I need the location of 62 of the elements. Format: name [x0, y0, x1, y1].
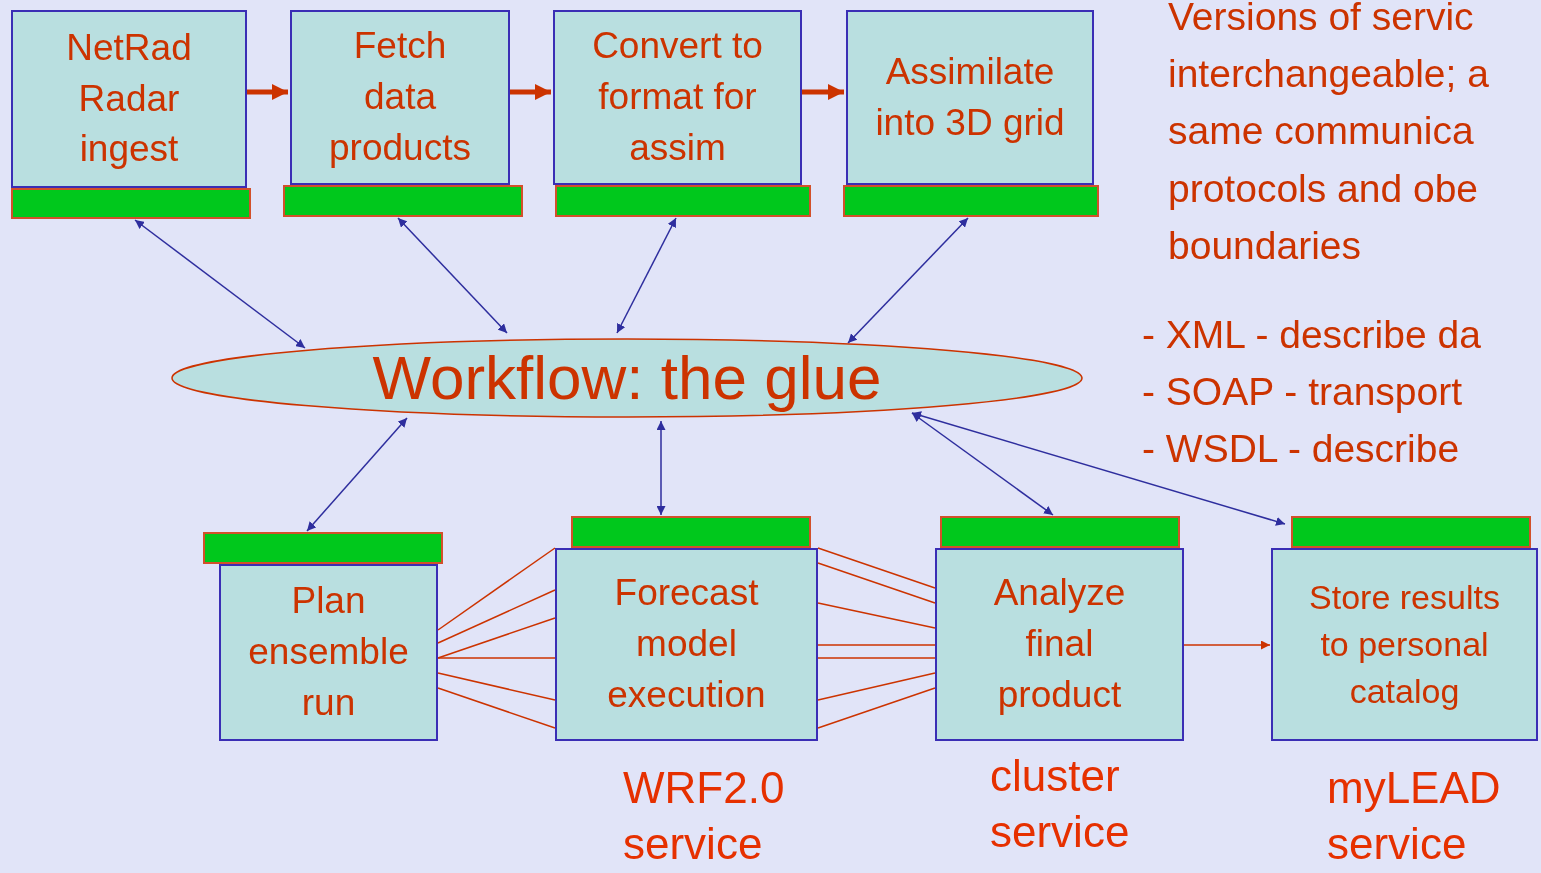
- service-caption: WRF2.0 service: [623, 762, 786, 870]
- box-label: Assimilate into 3D grid: [874, 49, 1066, 145]
- status-bar: [843, 185, 1099, 217]
- box-label: Workflow: the glue: [372, 341, 882, 414]
- box-label: Convert to format for assim: [591, 24, 764, 170]
- arrow: [656, 420, 666, 516]
- box-label: Store results to personal catalog: [1308, 577, 1501, 712]
- box-label: NetRad Radar ingest: [65, 25, 193, 172]
- process-box: [555, 548, 818, 741]
- note-text: same communica: [1168, 108, 1474, 154]
- status-bar: [1291, 516, 1531, 548]
- connector-line: [437, 687, 556, 729]
- arrow: [397, 217, 508, 334]
- note-text: Versions of servic: [1168, 0, 1474, 40]
- connector-line: [437, 657, 556, 659]
- note-text: - WSDL - describe: [1142, 426, 1460, 472]
- note-text: - XML - describe da: [1142, 312, 1481, 358]
- box-label: Fetch data products: [328, 24, 472, 170]
- status-bar: [555, 185, 811, 217]
- arrow: [802, 84, 844, 100]
- connector-line: [437, 672, 556, 701]
- process-box: [11, 10, 247, 188]
- process-box: [935, 548, 1184, 741]
- connector-line: [437, 617, 556, 659]
- status-bar: [203, 532, 443, 564]
- arrow: [510, 84, 551, 100]
- service-caption: myLEAD service: [1327, 762, 1502, 870]
- process-box: [219, 564, 438, 741]
- note-text: interchangeable; a: [1168, 51, 1489, 97]
- connector-line: [437, 547, 556, 631]
- process-box: [1271, 548, 1538, 741]
- connector-line: [817, 657, 936, 659]
- arrow: [306, 417, 408, 532]
- arrow: [247, 84, 288, 100]
- process-box: [290, 10, 510, 185]
- arrow: [616, 217, 677, 334]
- note-text: - SOAP - transport: [1142, 369, 1463, 415]
- box-label: Plan ensemble run: [247, 579, 410, 725]
- connector-line: [817, 672, 936, 701]
- connector-line: [817, 602, 936, 629]
- arrow: [1183, 640, 1271, 650]
- process-box: [846, 10, 1094, 185]
- connector-line: [817, 547, 936, 589]
- note-text: boundaries: [1168, 223, 1361, 269]
- connector-line: [817, 644, 936, 646]
- ellipse-node: [171, 338, 1083, 418]
- service-caption: cluster service: [990, 750, 1131, 858]
- connector-line: [817, 562, 936, 604]
- arrow: [911, 412, 1054, 516]
- status-bar: [571, 516, 811, 548]
- arrow: [911, 411, 1286, 526]
- connector-line: [817, 687, 936, 729]
- status-bar: [283, 185, 523, 217]
- connector-line: [437, 589, 556, 644]
- status-bar: [11, 188, 251, 219]
- box-label: Analyze final product: [992, 571, 1127, 717]
- arrow: [847, 217, 969, 344]
- note-text: protocols and obe: [1168, 166, 1479, 212]
- status-bar: [940, 516, 1180, 548]
- process-box: [553, 10, 802, 185]
- arrow: [134, 219, 306, 349]
- box-label: Forecast model execution: [606, 571, 767, 717]
